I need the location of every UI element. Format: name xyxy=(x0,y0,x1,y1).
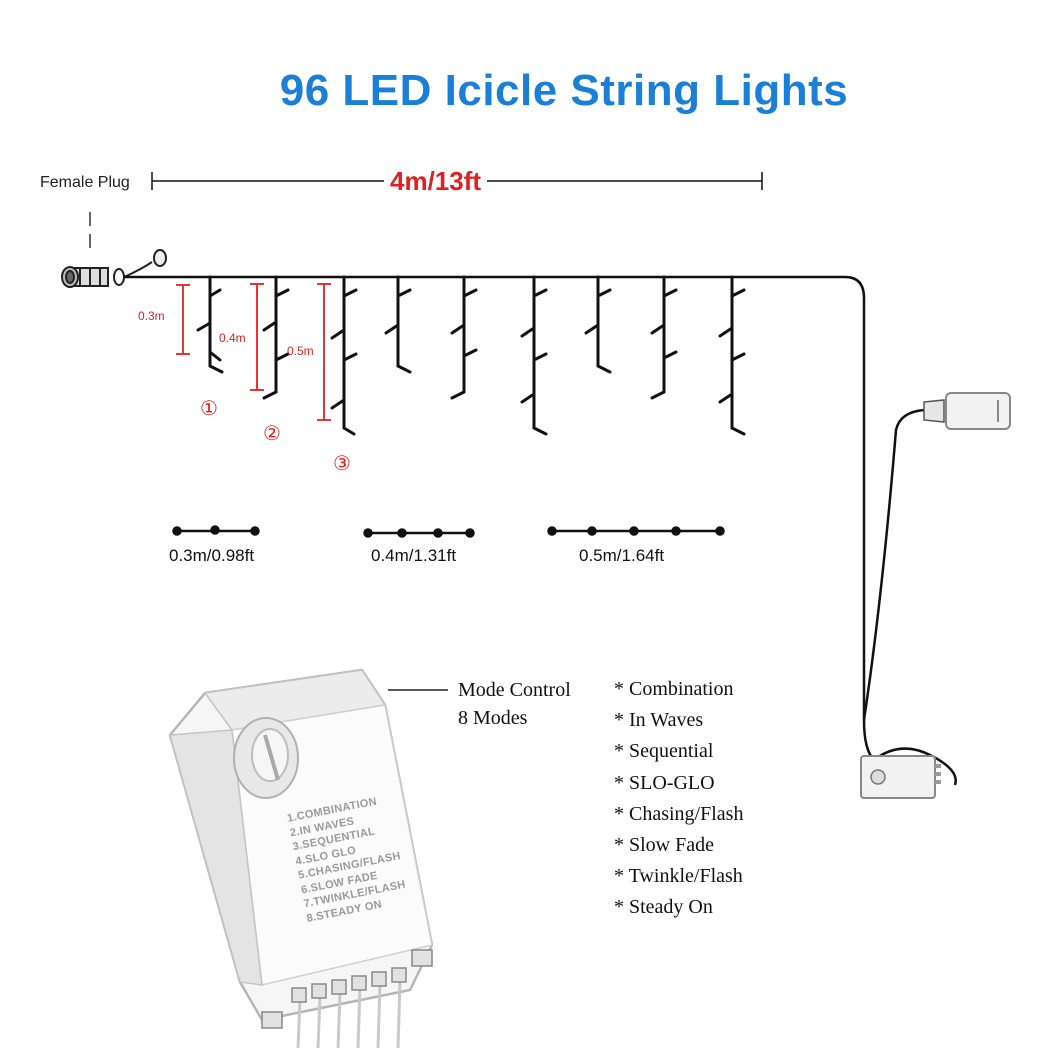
drop-6 xyxy=(520,275,548,436)
drop-4 xyxy=(384,275,412,374)
mode-item-in-waves: * In Waves xyxy=(614,709,704,732)
mode-control-title: Mode Control xyxy=(458,679,571,701)
drop-number-1: ① xyxy=(200,398,218,420)
drop-3 xyxy=(330,275,358,436)
small-controller xyxy=(860,755,941,799)
mode-control-count: 8 Modes xyxy=(458,707,528,729)
mode-item-chasing-flash: * Chasing/Flash xyxy=(614,802,744,825)
drop-number-2: ② xyxy=(263,423,281,445)
female-plug xyxy=(61,249,167,288)
drop-height-2: 0.4m xyxy=(219,331,246,345)
icicle-drops xyxy=(196,275,746,436)
segment-label-1: 0.3m/0.98ft xyxy=(169,546,255,565)
drop-number-3: ③ xyxy=(333,453,351,475)
controller-box xyxy=(168,668,434,1048)
total-length-label: 4m/13ft xyxy=(384,166,488,197)
drop-2 xyxy=(262,275,290,400)
drop-height-1: 0.3m xyxy=(138,309,165,323)
power-adapter xyxy=(862,392,1011,786)
drop-height-3: 0.5m xyxy=(287,344,314,358)
height-brackets xyxy=(176,283,331,421)
main-wire xyxy=(124,275,875,761)
drop-1 xyxy=(196,275,224,374)
segment-label-2: 0.4m/1.31ft xyxy=(371,546,457,565)
mode-item-slo-glo: * SLO-GLO xyxy=(614,771,715,794)
mode-item-combination: * Combination xyxy=(614,678,734,700)
drop-7 xyxy=(584,275,612,374)
mode-item-sequential: * Sequential xyxy=(614,740,714,763)
mode-control-label: Mode Control 8 Modes xyxy=(458,676,571,732)
page-title: 96 LED Icicle String Lights xyxy=(279,66,849,115)
mode-item-twinkle-flash: * Twinkle/Flash xyxy=(614,865,743,888)
drop-5 xyxy=(450,275,478,400)
female-plug-label: Female Plug xyxy=(40,174,130,191)
output-wires xyxy=(296,979,402,1048)
drop-9 xyxy=(718,275,746,436)
segment-bars xyxy=(172,525,725,538)
mode-item-steady-on: * Steady On xyxy=(614,896,713,919)
controller-mode-text: 1.COMBINATION 2.IN WAVES 3.SEQUENTIAL 4.… xyxy=(286,792,410,926)
mode-item-slow-fade: * Slow Fade xyxy=(614,833,714,856)
output-pins xyxy=(261,949,433,1029)
mode-list: * Combination * In Waves * Sequential * … xyxy=(614,676,743,926)
segment-label-3: 0.5m/1.64ft xyxy=(579,546,665,565)
drop-8 xyxy=(650,275,678,400)
